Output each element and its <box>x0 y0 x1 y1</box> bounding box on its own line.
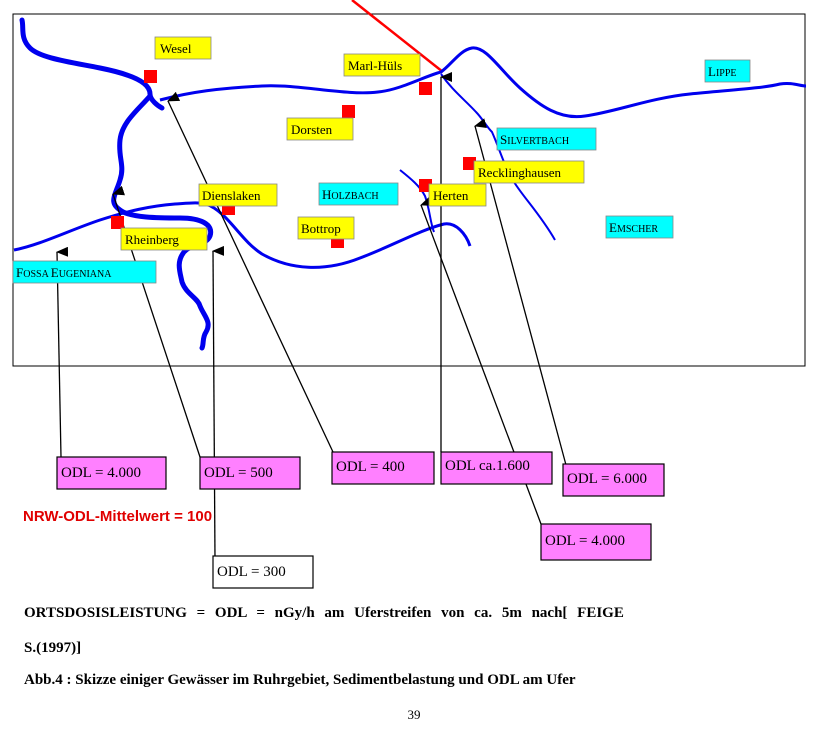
river-holzbach <box>399 169 435 233</box>
river-label-silvertbach: SILVERTBACH <box>496 127 597 151</box>
river-label-emscher: EMSCHER <box>605 215 674 239</box>
city-name: Rheinberg <box>125 232 179 247</box>
river-name: SILVERTBACH <box>500 132 569 147</box>
nrw-odl-mean: NRW-ODL-Mittelwert = 100 <box>23 508 213 525</box>
odl-value: ODL ca.1.600 <box>445 458 530 474</box>
odl-value: ODL = 500 <box>204 465 273 481</box>
figure-caption: Abb.4 : Skizze einiger Gewässer im Ruhrg… <box>24 672 576 688</box>
odl-box-2: ODL = 500 <box>199 456 301 490</box>
city-label-herten: Herten <box>428 183 487 207</box>
map-frame <box>12 13 806 367</box>
odl-boxes: ODL = 4.000 ODL = 500 ODL = 400 ODL ca.1… <box>56 451 665 589</box>
caption-definition: ORTSDOSISLEISTUNG = ODL = nGy/h am Ufers… <box>24 605 624 621</box>
river-label-fossa-eugeniana: FOSSA EUGENIANA <box>12 260 157 284</box>
river-emscher <box>13 201 472 269</box>
river-name: LIPPE <box>708 64 737 79</box>
odl-value: ODL = 4.000 <box>545 533 625 549</box>
river-name: EMSCHER <box>609 220 658 235</box>
red-pointer-line <box>351 0 444 73</box>
odl-value: ODL = 400 <box>336 459 405 475</box>
river-silvertbach <box>440 73 556 241</box>
marker-marl <box>419 82 432 95</box>
page-number: 39 <box>407 707 421 722</box>
caption-reference: S.(1997)] <box>24 640 82 656</box>
city-name: Marl-Hüls <box>348 58 402 73</box>
city-label-marl: Marl-Hüls <box>343 53 421 77</box>
river-rhine <box>19 17 214 351</box>
odl-box-4: ODL ca.1.600 <box>440 451 553 485</box>
odl-box-3: ODL = 400 <box>331 451 435 485</box>
city-name: Dienslaken <box>202 188 261 203</box>
marker-wesel <box>144 70 157 83</box>
odl-box-5: ODL = 6.000 <box>562 463 665 497</box>
river-labels: LIPPE SILVERTBACH HOLZBACH EMSCHER FOSSA… <box>12 59 751 284</box>
odl-value: ODL = 4.000 <box>61 465 141 481</box>
river-lippe <box>159 46 807 119</box>
river-label-lippe: LIPPE <box>704 59 751 83</box>
river-name: HOLZBACH <box>322 187 379 202</box>
marker-rheinberg <box>111 216 124 229</box>
city-label-recklinghausen: Recklinghausen <box>473 160 585 184</box>
city-name: Herten <box>433 188 469 203</box>
city-name: Dorsten <box>291 122 333 137</box>
city-markers <box>111 70 476 248</box>
city-name: Wesel <box>160 41 192 56</box>
city-label-wesel: Wesel <box>154 36 212 60</box>
odl-box-6: ODL = 4.000 <box>540 523 652 561</box>
marker-dorsten <box>342 105 355 118</box>
city-labels: Wesel Marl-Hüls Dorsten Recklinghausen D… <box>120 36 585 251</box>
odl-box-7: ODL = 300 <box>212 555 314 589</box>
city-label-dienslaken: Dienslaken <box>198 183 278 207</box>
city-label-rheinberg: Rheinberg <box>120 227 208 251</box>
marker-recklinghausen <box>463 157 476 170</box>
odl-value: ODL = 6.000 <box>567 471 647 487</box>
river-label-holzbach: HOLZBACH <box>318 182 399 206</box>
river-name: FOSSA EUGENIANA <box>16 265 112 280</box>
city-label-dorsten: Dorsten <box>286 117 354 141</box>
odl-value: ODL = 300 <box>217 564 286 580</box>
odl-box-1: ODL = 4.000 <box>56 456 167 490</box>
city-name: Recklinghausen <box>478 165 562 180</box>
city-name: Bottrop <box>301 221 341 236</box>
city-label-bottrop: Bottrop <box>297 216 355 240</box>
